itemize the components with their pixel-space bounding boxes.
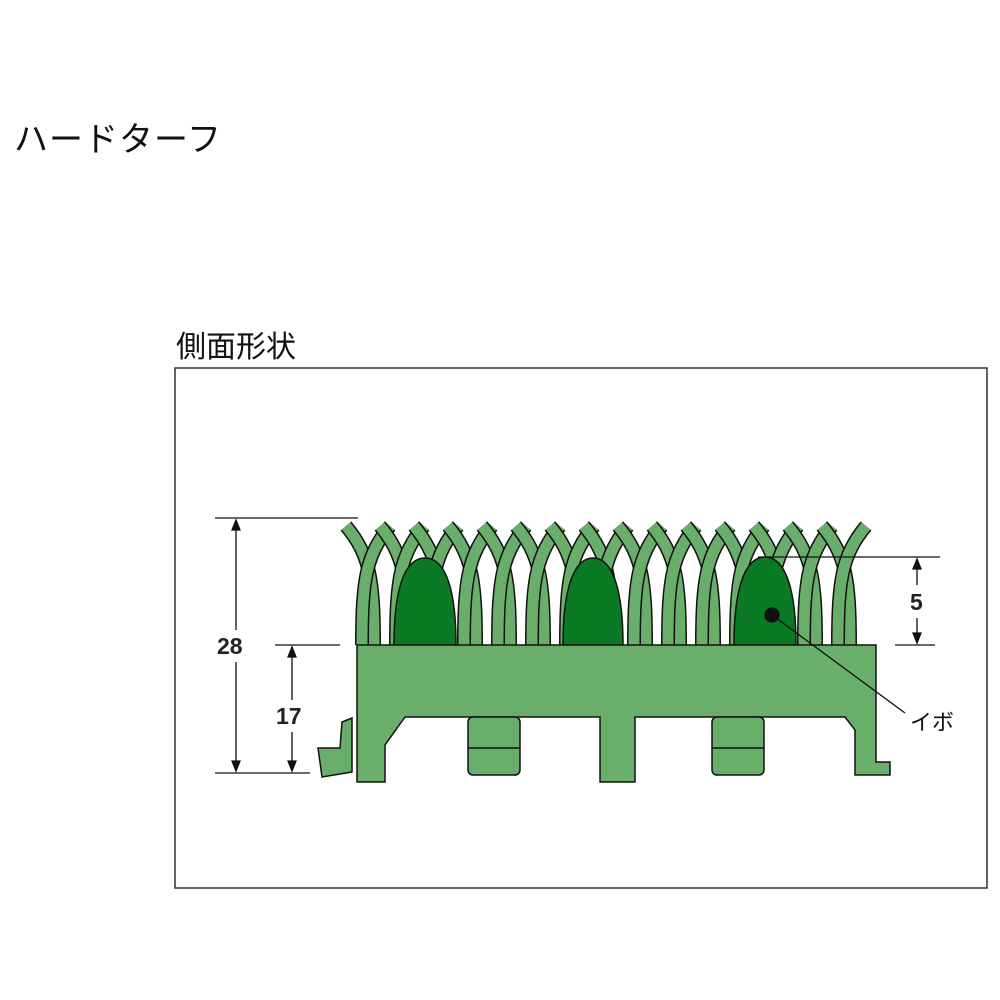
base [317,644,891,783]
clip [467,716,521,776]
clip [711,716,765,776]
blade [832,522,871,646]
page-title: ハードターフ [14,120,222,160]
diagram-frame [174,367,988,889]
side-clip [317,716,353,778]
nub [562,557,624,646]
nub [393,557,457,646]
dimension-base-height: 17 [276,703,302,729]
section-title: 側面形状 [176,330,296,365]
dimension-nub-height: 5 [910,589,923,615]
dimension-total-height: 28 [217,633,243,659]
base-body [356,644,891,783]
nubs [393,556,797,646]
callout-label: イボ [910,711,954,736]
dimension-lines [215,517,940,774]
